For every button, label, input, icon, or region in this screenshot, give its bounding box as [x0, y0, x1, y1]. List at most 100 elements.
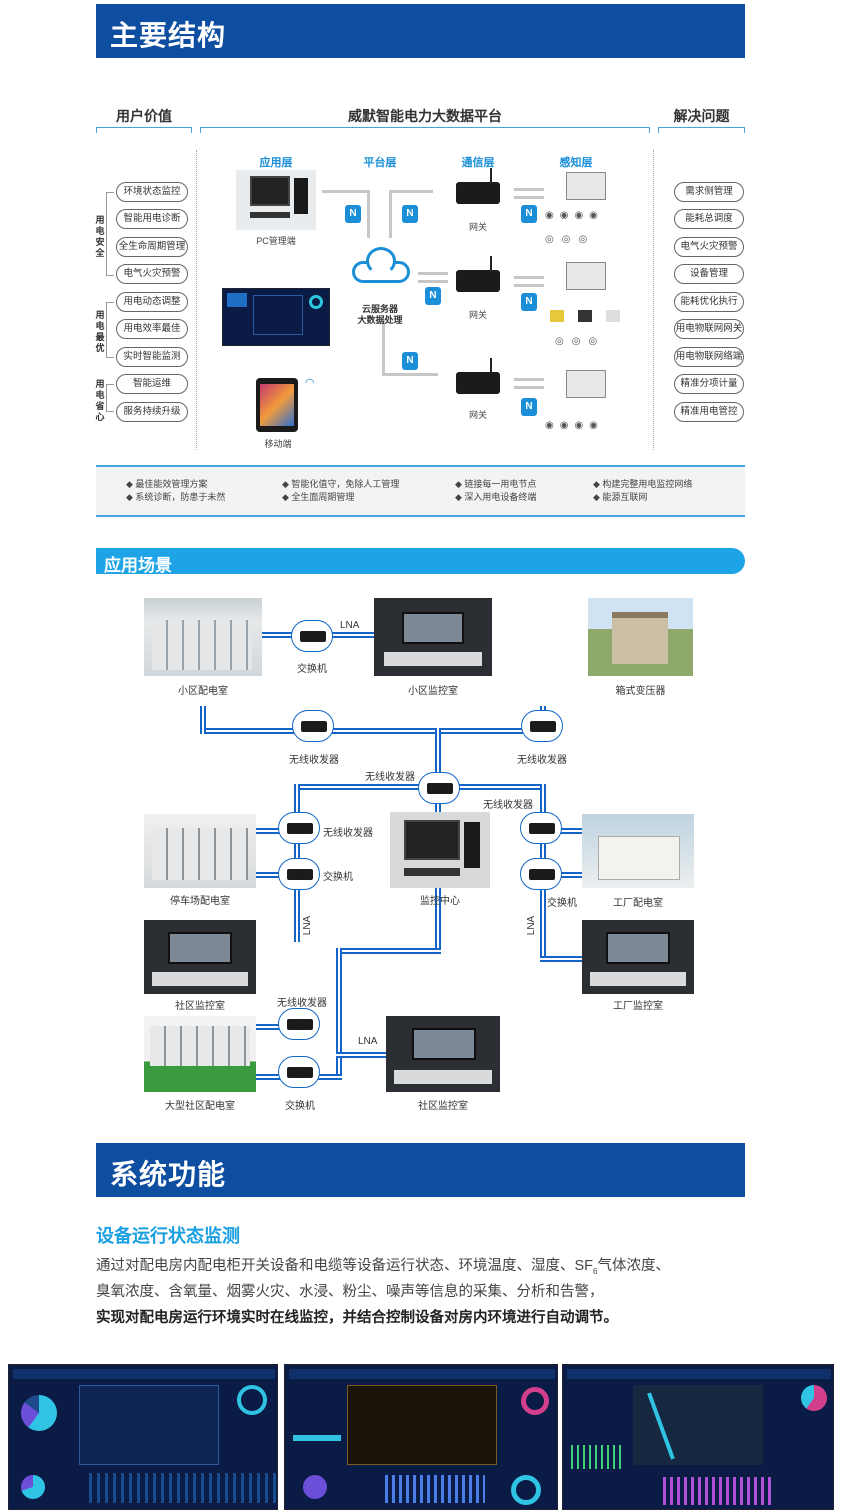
caption: 社区监控室: [175, 1001, 225, 1012]
photo-factory-power-room: [582, 814, 694, 888]
feature-line-2: 臭氧浓度、含氧量、烟雾火灾、水浸、粉尘、噪声等信息的采集、分析和告警，: [96, 1284, 604, 1300]
bullet-item: ◆ 链接每一用电节点: [455, 479, 537, 489]
antenna: [490, 358, 492, 374]
caption: 小区配电室: [178, 686, 228, 697]
group-label: 用电安全: [95, 215, 105, 258]
bullet-item: ◆ 能源互联网: [593, 492, 648, 502]
divider: [658, 127, 745, 133]
divider: [653, 150, 654, 450]
dashboard-image: [222, 288, 330, 346]
sensor-module: [566, 370, 606, 398]
sensor-icons: ◉◉◉◉: [545, 210, 604, 221]
left-item: 全生命周期管理: [116, 237, 188, 257]
switch-device: [278, 858, 320, 890]
layer-comm: 通信层: [461, 157, 495, 169]
gateway-image: [456, 182, 500, 204]
connector: [514, 276, 544, 279]
photo-parking-power-room: [144, 814, 256, 888]
caption: 箱式变压器: [615, 686, 666, 697]
caption: 无线收发器: [365, 772, 415, 783]
right-item: 电气火灾预警: [674, 237, 744, 257]
signal-icon: N: [402, 205, 418, 223]
cloud-label: 大数据处理: [357, 315, 403, 325]
connector: [514, 378, 544, 381]
connector: [514, 188, 544, 191]
wireless-device: [278, 812, 320, 844]
wireless-device: [521, 710, 563, 742]
wireless-device: [418, 772, 460, 804]
feature-line-3: 实现对配电房运行环境实时在线监控，并结合控制设备对房内环境进行自动调节。: [96, 1310, 618, 1326]
sensor-icons: ◎◎◎: [555, 336, 606, 347]
connector: [514, 386, 544, 389]
sensor-module: [566, 262, 606, 290]
category-user-value: 用户价值: [116, 108, 172, 124]
photo-box-transformer: [588, 598, 693, 676]
signal-icon: N: [345, 205, 361, 223]
section-title: 主要结构: [110, 20, 227, 51]
pipe: [200, 728, 546, 734]
right-item: 设备管理: [674, 264, 744, 284]
caption: 社区监控室: [418, 1101, 468, 1112]
bracket: [106, 302, 114, 358]
left-item: 用电效率最佳: [116, 319, 188, 339]
left-item: 环境状态监控: [116, 182, 188, 202]
right-item: 用电物联网络端: [674, 347, 744, 367]
group-label: 用电最优: [95, 310, 105, 353]
signal-icon: N: [521, 205, 537, 223]
caption: 无线收发器: [323, 828, 373, 839]
right-item: 能耗优化执行: [674, 292, 744, 312]
right-item: 精准分项计量: [674, 374, 744, 394]
caption: 工厂配电室: [613, 898, 663, 909]
section-title: 应用场景: [104, 556, 172, 575]
signal-icon: N: [521, 398, 537, 416]
caption: 无线收发器: [289, 755, 339, 766]
caption: 无线收发器: [277, 998, 327, 1009]
cloud-label: 云服务器: [361, 304, 398, 314]
caption: 交换机: [297, 664, 327, 675]
sensor-icons: ◎◎◎: [545, 234, 596, 245]
divider: [196, 150, 197, 450]
wireless-device: [278, 1008, 320, 1040]
divider: [96, 127, 192, 133]
pipe: [540, 872, 546, 960]
dashboard-screenshot-2: [284, 1364, 558, 1510]
switch-device: [278, 1056, 320, 1088]
signal-icon: N: [402, 352, 418, 370]
pc-label: PC管理端: [256, 236, 296, 246]
group-label: 用电省心: [95, 379, 105, 422]
layer-app: 应用层: [259, 157, 293, 169]
bullet-item: ◆ 深入用电设备终端: [455, 492, 537, 502]
lna-label: LNA: [340, 620, 360, 631]
switch-device: [520, 858, 562, 890]
gateway-image: [456, 372, 500, 394]
left-item: 用电动态调整: [116, 292, 188, 312]
pipe: [540, 828, 585, 834]
mobile-image: [256, 378, 298, 432]
layer-sense: 感知层: [559, 157, 593, 169]
section-title: 系统功能: [110, 1159, 227, 1190]
antenna: [490, 168, 492, 184]
caption: 停车场配电室: [170, 896, 230, 907]
photo-district-monitor-room: [144, 920, 256, 994]
pipe: [255, 872, 300, 878]
switch-device: [291, 620, 333, 652]
connector: [322, 190, 370, 238]
connector: [389, 190, 433, 238]
wireless-device: [292, 710, 334, 742]
caption: 交换机: [285, 1101, 315, 1112]
bullet-item: ◆ 智能化值守，免除人工管理: [282, 479, 400, 489]
antenna: [490, 256, 492, 272]
left-item: 实时智能监测: [116, 347, 188, 367]
pipe: [336, 948, 441, 954]
gateway-label: 网关: [468, 222, 487, 232]
caption: 交换机: [323, 872, 353, 883]
dashboard-screenshot-3: [562, 1364, 834, 1510]
bullet-item: ◆ 构建完整用电监控网络: [593, 479, 693, 489]
connector: [418, 272, 448, 275]
category-platform: 威默智能电力大数据平台: [348, 108, 502, 124]
bullet-item: ◆ 最佳能效管理方案: [126, 479, 208, 489]
right-item: 需求侧管理: [674, 182, 744, 202]
bracket: [106, 384, 114, 412]
wireless-device: [520, 812, 562, 844]
photo-monitor-center: [390, 812, 490, 888]
